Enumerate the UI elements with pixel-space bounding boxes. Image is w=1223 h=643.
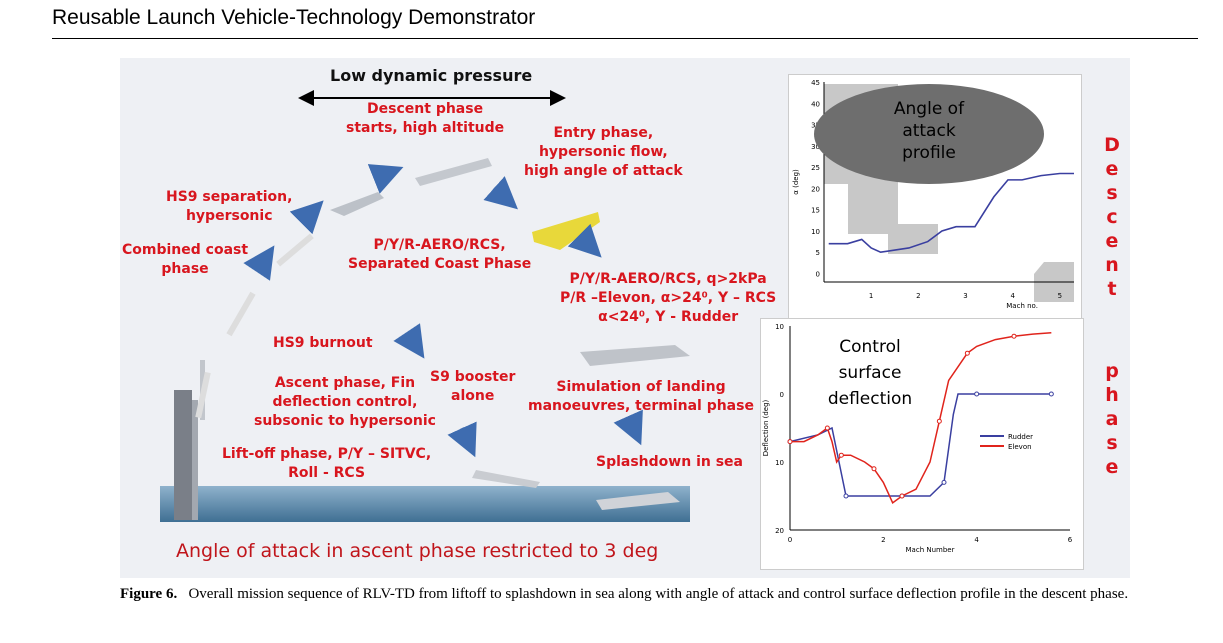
defl-y-axis-label: Deflection (deg) [762,399,770,456]
rocket-liftoff [195,371,211,419]
vehicle-entry [532,212,600,250]
defl-point [787,439,793,445]
defl-x-tick-label: 2 [881,536,885,544]
vehicle-splash [596,492,680,510]
figure-label: Figure 6. [120,586,178,602]
aoa-y-tick-label: 20 [811,185,820,193]
defl-point [964,350,970,356]
defl-y-tick-label: 0 [780,391,784,399]
defl-series-line [790,332,1052,504]
aoa-y-tick-label: 0 [816,270,820,278]
aoa-y-tick-label: 40 [811,100,820,108]
aoa-y-tick-label: 45 [811,79,820,87]
arrow-4 [483,176,518,210]
defl-point [1011,333,1017,339]
defl-point [974,391,980,397]
aoa-x-axis-label: Mach no. [1006,302,1038,310]
ascent-restriction-label: Angle of attack in ascent phase restrict… [176,540,659,562]
aoa-y-axis-label: α (deg) [792,169,800,195]
separated-coast-label: P/Y/R-AERO/RCS,Separated Coast Phase [348,237,532,272]
defl-y-tick-label: 20 [775,527,784,535]
aoa-title-ellipse [814,84,1044,184]
defl-y-tick-label: 10 [775,459,784,467]
arrow-3 [367,164,404,194]
low-dp-label: Low dynamic pressure [330,66,533,85]
defl-x-axis-label: Mach Number [906,546,955,554]
deflection-chart-panel [760,318,1084,570]
aoa-title-line: Angle of [894,99,965,119]
vehicle-landing [580,345,690,366]
defl-title-line: Control [839,337,900,357]
aoa-y-tick-label: 15 [811,207,820,215]
aoa-x-tick-label: 1 [869,292,873,300]
aoa-y-tick-label: 10 [811,228,820,236]
arrow-8 [613,409,643,446]
figure-caption: Figure 6. Overall mission sequence of RL… [120,584,1130,604]
arrow-1 [243,245,275,281]
defl-legend-label: Rudder [1008,433,1033,441]
defl-point [824,425,830,431]
aoa-x-tick-label: 5 [1058,292,1062,300]
booster-s9 [472,470,540,488]
aoa-y-tick-label: 25 [811,164,820,172]
vehicle-descent-start [415,158,492,186]
launch-tower [174,390,192,520]
rocket-ascent [226,291,256,337]
defl-x-tick-label: 4 [974,536,979,544]
defl-series-line [789,393,1052,497]
header-rule [52,38,1198,39]
aoa-x-tick-label: 2 [916,292,920,300]
rocket-coast [276,233,314,267]
aoa-y-tick-label: 30 [811,143,820,151]
arrow-7 [447,421,477,458]
aoa-title-line: attack [902,121,956,141]
defl-point [936,418,942,424]
defl-point [941,479,947,485]
hs9-separation-label: HS9 separation,hypersonic [166,189,293,224]
defl-point [1048,391,1054,397]
defl-x-tick-label: 0 [788,536,792,544]
defl-point [899,493,905,499]
defl-point [843,493,849,499]
arrow-6 [393,323,425,359]
aoa-title-line: profile [902,143,956,163]
arrow-2 [289,200,324,235]
defl-point [871,466,877,472]
splashdown-label: Splashdown in sea [596,454,743,470]
defl-point [838,452,844,458]
hs9-burnout-label: HS9 burnout [273,335,373,351]
liftoff-label: Lift-off phase, P/Y – SITVC,Roll - RCS [222,446,432,481]
aoa-x-tick-label: 3 [963,292,967,300]
aoa-y-tick-label: 35 [811,122,820,130]
figure-caption-text: Overall mission sequence of RLV-TD from … [188,586,1129,602]
entry-label: Entry phase,hypersonic flow,high angle o… [524,125,683,179]
defl-legend-label: Elevon [1008,443,1032,451]
defl-title-line: surface [839,363,902,383]
defl-y-tick-label: 10 [775,323,784,331]
header-title: Reusable Launch Vehicle-Technology Demon… [52,6,536,29]
aoa-y-tick-label: 5 [816,249,820,257]
vehicle-separation [330,192,384,216]
defl-title-line: deflection [828,389,912,409]
aoa-series-line [828,172,1074,254]
aoa-x-tick-label: 4 [1010,292,1015,300]
arrow-5 [567,223,602,258]
defl-x-tick-label: 6 [1068,536,1073,544]
